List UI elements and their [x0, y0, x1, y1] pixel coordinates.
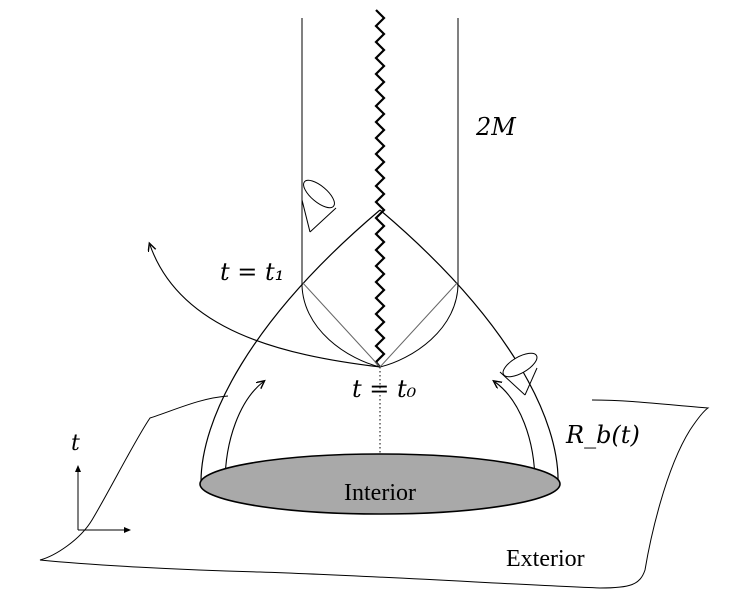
- t1-label: t = t₁: [220, 258, 284, 286]
- t0-label: t = t₀: [352, 375, 417, 403]
- singularity-zigzag: [374, 9, 386, 368]
- spatial-hypersurface: [39, 395, 710, 589]
- light-cone-surface: [499, 352, 538, 396]
- escaping-ray-arrow: [150, 245, 381, 368]
- boundary-radius-label: R_b(t): [565, 421, 640, 449]
- horizon-radius-label: 2M: [475, 113, 517, 141]
- light-cone-horizon: [301, 179, 337, 233]
- coordinate-axes: [75, 465, 131, 533]
- star-surface-right: [379, 209, 559, 485]
- star-surface-left: [200, 209, 381, 485]
- exterior-label: Exterior: [506, 546, 585, 572]
- apparent-horizon-left: [301, 279, 381, 368]
- null-ray-left: [301, 281, 381, 368]
- interior-label: Interior: [344, 480, 416, 506]
- null-ray-right: [379, 281, 459, 368]
- time-axis-label: t: [71, 431, 80, 456]
- apparent-horizon-right: [379, 279, 459, 368]
- interior-disk: [199, 453, 561, 515]
